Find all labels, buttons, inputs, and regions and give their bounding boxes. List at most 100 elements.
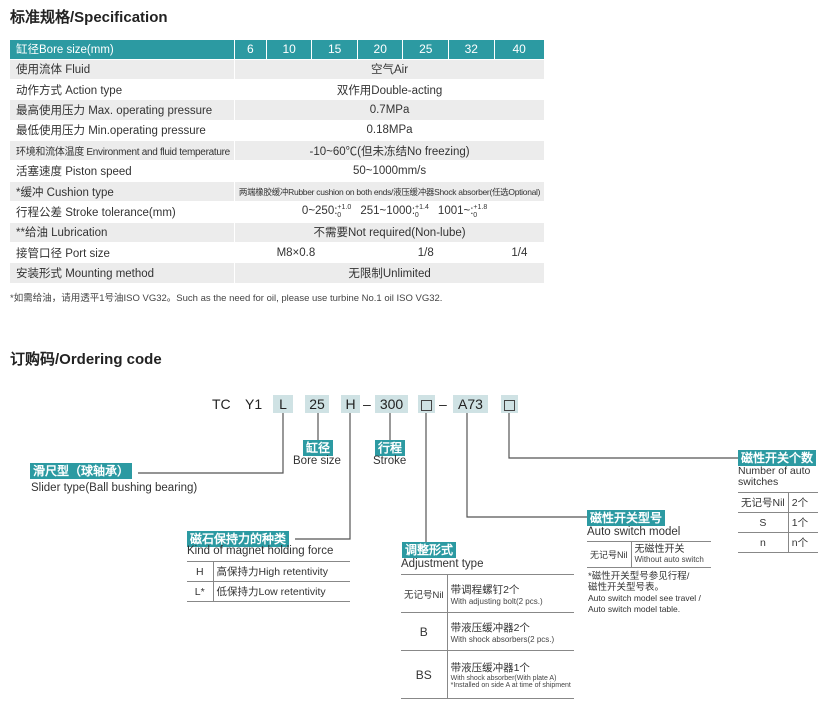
option-desc: 1个: [788, 512, 818, 533]
table-header: 缸径Bore size(mm) 6 10 15 20 25 32 40: [10, 40, 545, 59]
row-value: 空气Air: [233, 58, 545, 80]
oil-note: *如需给油，请用透平1号油ISO VG32。Such as the need f…: [10, 293, 443, 304]
row-value: 双作用Double-acting: [233, 78, 545, 100]
option-code: B: [401, 612, 448, 651]
desc-cn: 无磁性开关: [634, 543, 685, 555]
switch-footnote: *磁性开关型号参见行程/ 磁性开关型号表。 Auto switch model …: [588, 571, 701, 615]
code-switch-count-box: [501, 395, 518, 413]
row-label: 安装形式 Mounting method: [10, 262, 235, 284]
switch-tag: 磁性开关型号: [587, 510, 666, 526]
code-magnet: H: [341, 395, 360, 413]
row-value: 50~1000mm/s: [233, 160, 545, 182]
desc-en: With shock absorbers(2 pcs.): [450, 634, 555, 644]
option-code: 无记号Nil: [401, 574, 448, 613]
desc-cn: 带调程螺钉2个: [450, 583, 520, 596]
option-code: BS: [401, 650, 448, 699]
magnet-sub: Kind of magnet holding force: [187, 545, 334, 557]
code-switch-model: A73: [453, 395, 488, 413]
code-y1: Y1: [245, 396, 263, 412]
bore-32: 32: [448, 40, 495, 59]
magnet-tag: 磁石保持力的种类: [187, 531, 290, 547]
code-dash: –: [439, 396, 447, 412]
option-desc: n个: [788, 532, 818, 553]
bore-10: 10: [266, 40, 313, 59]
option-code: H: [187, 561, 214, 582]
code-adjust-box: [418, 395, 435, 413]
row-label: 活塞速度 Piston speed: [10, 160, 235, 182]
table-row: 行程公差 Stroke tolerance(mm) 0~250:+1.00 25…: [10, 201, 545, 223]
desc-cn: 带液压缓冲器1个: [450, 662, 530, 674]
table-row: 环境和流体温度 Environment and fluid temperatur…: [10, 140, 545, 161]
port-1-8: 1/8: [356, 242, 495, 263]
row-value: 两端橡胶缓冲Rubber cushion on both ends/液压缓冲器S…: [233, 180, 545, 202]
bore-15: 15: [311, 40, 358, 59]
tol-3-upper: +1.8: [473, 204, 488, 212]
bore-40: 40: [494, 40, 545, 59]
stroke-tolerance-value: 0~250:+1.00 251~1000:+1.40 1001~:+1.80: [233, 201, 545, 223]
row-value: 0.7MPa: [233, 99, 545, 121]
tol-1: 0~250:: [301, 205, 338, 218]
bore-20: 20: [357, 40, 404, 59]
stroke-tag: 行程: [375, 440, 406, 456]
tol-2-upper: +1.4: [415, 204, 429, 212]
tol-3-lower: 0: [473, 212, 478, 220]
adjust-tag: 调整形式: [402, 542, 457, 558]
tol-1-lower: 0: [337, 212, 342, 220]
option-desc: 低保持力Low retentivity: [213, 581, 350, 602]
row-label: 最高使用压力 Max. operating pressure: [10, 99, 235, 121]
order-title: 订购码/Ordering code: [10, 351, 162, 368]
fn-line: 磁性开关型号表。: [588, 582, 665, 593]
option-desc: 2个: [788, 492, 818, 513]
option-code: L*: [187, 581, 214, 602]
option-code: S: [738, 512, 789, 533]
tol-1-upper: +1.0: [337, 204, 352, 212]
stroke-sub: Stroke: [373, 455, 407, 467]
bore-header: 缸径Bore size(mm): [10, 40, 235, 59]
port-1-4: 1/4: [493, 242, 545, 263]
table-row: L*低保持力Low retentivity: [187, 581, 350, 602]
bore-6: 6: [234, 40, 267, 59]
code-tc: TC: [212, 396, 231, 412]
option-code: 无记号Nil: [587, 541, 632, 568]
row-label: 使用流体 Fluid: [10, 58, 235, 80]
row-label: 环境和流体温度 Environment and fluid temperatur…: [10, 140, 235, 161]
adjust-sub: Adjustment type: [401, 558, 484, 570]
row-value: -10~60℃(但未冻结No freezing): [233, 140, 545, 161]
row-label: 最低使用压力 Min.operating pressure: [10, 119, 235, 141]
bore-25: 25: [402, 40, 450, 59]
code-stroke: 300: [375, 395, 408, 413]
desc-en: With shock absorber(With plate A): [450, 675, 557, 682]
row-label: 接管口径 Port size: [10, 242, 235, 263]
count-sub-2: switches: [738, 476, 779, 488]
tol-2: 251~1000:: [360, 205, 416, 218]
code-bore: 25: [305, 395, 329, 413]
option-code: n: [738, 532, 789, 553]
fn-line: Auto switch model table.: [588, 604, 681, 614]
switch-sub: Auto switch model: [587, 526, 681, 538]
count-sub-1: Number of auto: [738, 465, 811, 477]
bore-sub: Bore size: [293, 455, 341, 467]
row-label: *缓冲 Cushion type: [10, 180, 235, 202]
